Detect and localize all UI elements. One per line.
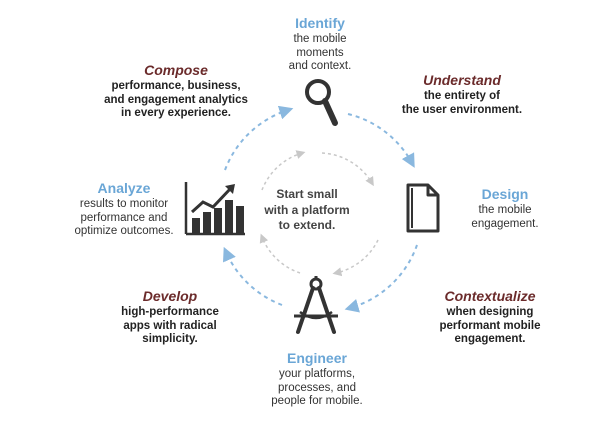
step-analyze-title: Analyze: [97, 180, 151, 196]
step-develop-desc: high-performance apps with radical simpl…: [121, 305, 219, 346]
inner-arc-4: [261, 150, 306, 191]
step-engineer-desc: your platforms, processes, and people fo…: [271, 367, 363, 408]
center-message: Start small with a platform to extend.: [264, 187, 350, 233]
step-compose: Compose performance, business, and engag…: [92, 62, 260, 121]
step-contextualize-desc: when designing performant mobile engagem…: [439, 305, 541, 346]
compass-icon: [294, 276, 338, 334]
step-engineer: Engineer your platforms, processes, and …: [252, 350, 382, 409]
step-compose-desc: performance, business, and engagement an…: [104, 79, 248, 120]
step-identify-title: Identify: [295, 15, 345, 31]
step-identify: Identify the mobile moments and context.: [260, 15, 380, 74]
step-engineer-title: Engineer: [287, 350, 347, 366]
step-design-title: Design: [481, 186, 529, 202]
step-develop-title: Develop: [142, 288, 198, 304]
outer-arc-1: [347, 113, 415, 168]
outer-arc-4: [224, 105, 294, 171]
step-understand-title: Understand: [423, 72, 501, 88]
document-icon: [406, 183, 440, 233]
step-contextualize-title: Contextualize: [444, 288, 536, 304]
step-analyze: Analyze results to monitor performance a…: [68, 180, 180, 239]
step-analyze-desc: results to monitor performance and optim…: [74, 197, 174, 238]
step-contextualize: Contextualize when designing performant …: [425, 288, 555, 347]
step-compose-title: Compose: [144, 62, 208, 78]
bar-chart-icon: [184, 182, 245, 236]
step-design-desc: the mobile engagement.: [471, 203, 539, 230]
inner-arc-2: [332, 239, 379, 277]
outer-arc-2: [344, 244, 418, 313]
step-understand-desc: the entirety of the user environment.: [401, 89, 523, 116]
inner-arc-3: [259, 233, 301, 274]
step-design: Design the mobile engagement.: [455, 186, 555, 231]
step-identify-desc: the mobile moments and context.: [288, 32, 352, 73]
magnifier-icon: [305, 79, 338, 126]
inner-arc-1: [321, 152, 374, 187]
outer-arc-3: [223, 246, 283, 306]
step-develop: Develop high-performance apps with radic…: [108, 288, 232, 347]
step-understand: Understand the entirety of the user envi…: [383, 72, 541, 117]
